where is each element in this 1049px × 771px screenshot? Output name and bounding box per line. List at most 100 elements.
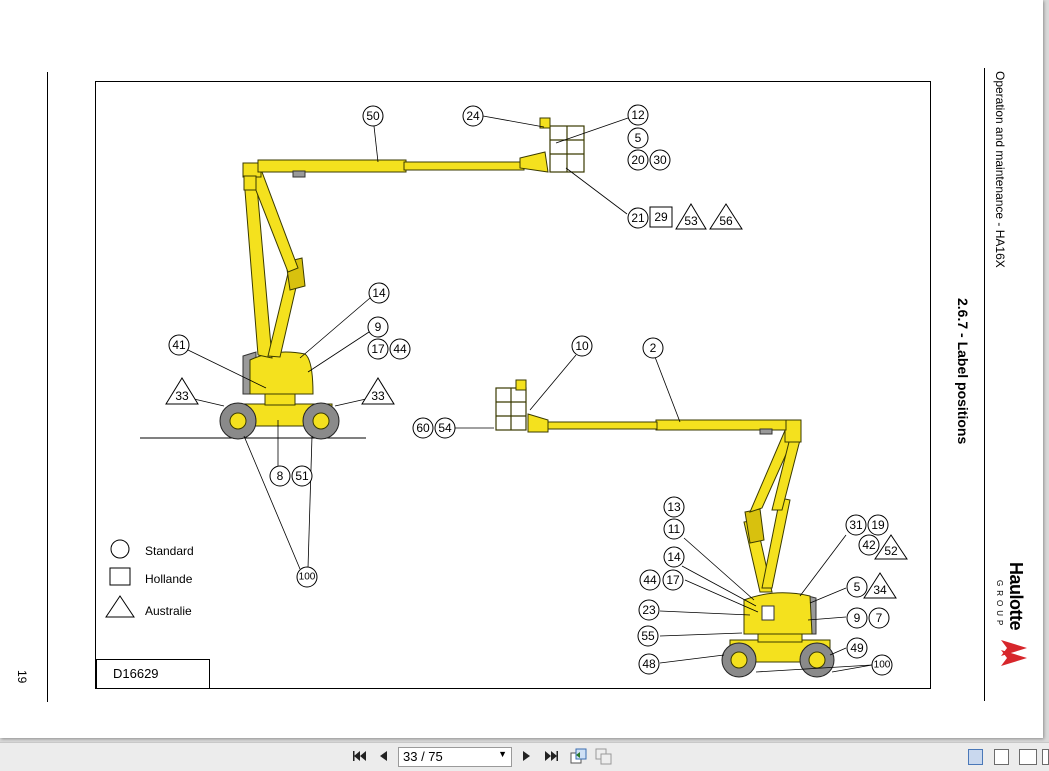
callout-9-right-label: 9 bbox=[854, 611, 861, 625]
callout-30-label: 30 bbox=[653, 153, 667, 167]
callout-41: 41 bbox=[168, 334, 190, 356]
callout-34-label: 34 bbox=[873, 583, 887, 597]
callout-9-right: 9 bbox=[846, 607, 868, 629]
callout-48-label: 48 bbox=[642, 657, 656, 671]
callout-100-right-label: 100 bbox=[874, 660, 891, 671]
callout-53-label: 53 bbox=[684, 214, 698, 228]
brand-chevrons-icon bbox=[1001, 640, 1027, 666]
callout-53-triangle: 53 bbox=[675, 203, 707, 230]
callout-24: 24 bbox=[462, 105, 484, 127]
legend-label-standard: Standard bbox=[145, 544, 194, 558]
callout-29-label: 29 bbox=[654, 210, 668, 224]
document-viewer[interactable]: 19 Operation and maintenance - HA16X 2.6… bbox=[0, 0, 1049, 742]
callout-20-label: 20 bbox=[631, 153, 645, 167]
callout-33-right-label: 33 bbox=[371, 389, 385, 403]
callout-31: 31 bbox=[845, 514, 867, 536]
callout-14-right-label: 14 bbox=[667, 550, 681, 564]
callout-44-right-label: 44 bbox=[643, 573, 657, 587]
callout-29-square: 29 bbox=[649, 206, 673, 228]
callout-51-label: 51 bbox=[295, 469, 309, 483]
label-position-diagram: .y { fill:#f4e11e; stroke:#3a3a00; strok… bbox=[105, 104, 908, 678]
callout-100-right: 100 bbox=[871, 654, 893, 676]
callout-12-label: 12 bbox=[631, 108, 645, 122]
callout-100-left: 100 bbox=[296, 566, 318, 588]
callout-55-label: 55 bbox=[641, 629, 655, 643]
callout-44-left: 44 bbox=[389, 338, 411, 360]
callout-2: 2 bbox=[642, 337, 664, 359]
callout-52-triangle: 52 bbox=[874, 534, 908, 560]
callout-17-right-label: 17 bbox=[666, 573, 680, 587]
legend-symbols bbox=[105, 539, 135, 618]
drawing-id-box: D16629 bbox=[96, 659, 210, 689]
callout-42: 42 bbox=[858, 534, 880, 556]
callout-11: 11 bbox=[663, 518, 685, 540]
callout-17-left-label: 17 bbox=[371, 342, 385, 356]
callout-14-left-label: 14 bbox=[372, 286, 386, 300]
callout-33-left-label: 33 bbox=[175, 389, 189, 403]
callout-11-label: 11 bbox=[668, 522, 681, 536]
callout-60-label: 60 bbox=[416, 421, 430, 435]
legend-circle-icon bbox=[110, 539, 130, 559]
legend-triangle-icon bbox=[105, 595, 135, 618]
callout-55: 55 bbox=[637, 625, 659, 647]
single-page-view-icon[interactable] bbox=[968, 749, 983, 765]
page-number-select[interactable]: 33 / 75 ▼ bbox=[398, 747, 512, 767]
callout-5-right: 5 bbox=[846, 576, 868, 598]
previous-page-icon[interactable] bbox=[376, 748, 390, 768]
callout-24-label: 24 bbox=[466, 109, 480, 123]
callout-54: 54 bbox=[434, 417, 456, 439]
callout-100-left-label: 100 bbox=[299, 572, 316, 583]
callout-31-label: 31 bbox=[849, 518, 863, 532]
callout-5-top: 5 bbox=[627, 127, 649, 149]
callout-51: 51 bbox=[291, 465, 313, 487]
leader-lines bbox=[187, 115, 873, 673]
go-back-icon[interactable] bbox=[570, 748, 588, 770]
callout-49: 49 bbox=[846, 637, 868, 659]
callout-23: 23 bbox=[638, 599, 660, 621]
haulotte-logo: Haulotte GROUP bbox=[995, 560, 1032, 680]
callout-17-left: 17 bbox=[367, 338, 389, 360]
legend-label-hollande: Hollande bbox=[145, 572, 193, 586]
callout-54-label: 54 bbox=[438, 421, 452, 435]
callout-7: 7 bbox=[868, 607, 890, 629]
callout-5-right-label: 5 bbox=[854, 580, 861, 594]
callout-48: 48 bbox=[638, 653, 660, 675]
callout-33-left-triangle: 33 bbox=[165, 377, 199, 405]
callout-17-right: 17 bbox=[662, 569, 684, 591]
callout-8: 8 bbox=[269, 465, 291, 487]
last-page-icon[interactable] bbox=[543, 748, 559, 768]
callout-56-triangle: 56 bbox=[709, 203, 743, 230]
callout-14-right: 14 bbox=[663, 546, 685, 568]
callout-50-label: 50 bbox=[366, 109, 380, 123]
left-margin-rule bbox=[47, 72, 48, 702]
callout-30: 30 bbox=[649, 149, 671, 171]
callout-34-triangle: 34 bbox=[863, 572, 897, 599]
two-page-view-icon[interactable] bbox=[1019, 749, 1037, 765]
callout-19: 19 bbox=[867, 514, 889, 536]
first-page-icon[interactable] bbox=[352, 748, 368, 768]
callout-41-label: 41 bbox=[172, 338, 186, 352]
callout-52-label: 52 bbox=[884, 544, 898, 558]
callout-19-label: 19 bbox=[871, 518, 885, 532]
callout-56-label: 56 bbox=[719, 214, 733, 228]
continuous-view-icon[interactable] bbox=[994, 749, 1009, 765]
callout-21-label: 21 bbox=[631, 211, 645, 225]
two-page-continuous-view-icon[interactable] bbox=[1042, 749, 1049, 765]
callouts: 50 24 12 5 20 30 21 14 9 17 44 41 8 51 1… bbox=[165, 104, 908, 676]
callout-44-left-label: 44 bbox=[393, 342, 407, 356]
next-page-icon[interactable] bbox=[520, 748, 534, 768]
callout-44-right: 44 bbox=[639, 569, 661, 591]
callout-12: 12 bbox=[627, 104, 649, 126]
pdf-page: 19 Operation and maintenance - HA16X 2.6… bbox=[0, 0, 1043, 738]
legend-square-icon bbox=[109, 567, 131, 586]
callout-7-label: 7 bbox=[876, 611, 883, 625]
callout-13-label: 13 bbox=[667, 500, 681, 514]
diagram-frame bbox=[95, 81, 931, 689]
callout-9-left: 9 bbox=[367, 316, 389, 338]
callout-10-label: 10 bbox=[575, 339, 589, 353]
go-forward-icon[interactable] bbox=[595, 748, 613, 770]
callout-2-label: 2 bbox=[650, 341, 657, 355]
machine-left bbox=[140, 117, 585, 440]
callout-23-label: 23 bbox=[642, 603, 656, 617]
callout-9-left-label: 9 bbox=[375, 320, 382, 334]
